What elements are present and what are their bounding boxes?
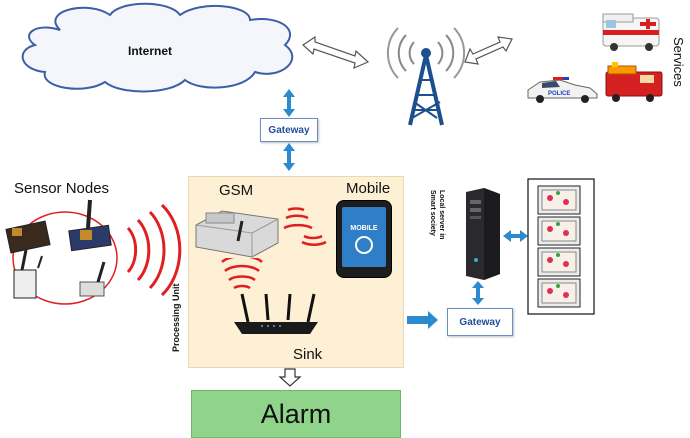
arrow-gateway-server — [472, 281, 484, 305]
router-signal-waves — [221, 258, 263, 290]
gateway-top-label: Gateway — [268, 124, 310, 136]
sensor-signal-waves — [126, 203, 182, 297]
mobile-screen-text: MOBILE — [350, 225, 378, 232]
arrow-processing-alarm — [278, 368, 302, 387]
house-icon — [537, 185, 581, 215]
double-arrow-internet-tower — [302, 35, 370, 70]
sensor-nodes-label: Sensor Nodes — [14, 180, 110, 197]
mobile-label: Mobile — [346, 180, 391, 197]
local-server-label-line2: Smart society — [429, 190, 436, 236]
gateway-right-box: Gateway — [447, 308, 513, 336]
gsm-label: GSM — [219, 182, 254, 199]
smart-houses-panel — [527, 178, 595, 315]
sensor-nodes-group — [5, 199, 118, 305]
gsm-mobile-signal-waves — [283, 207, 327, 246]
arrow-processing-gateway — [407, 311, 438, 329]
mobile-phone-icon: MOBILE — [336, 200, 392, 278]
gear-icon — [355, 236, 373, 254]
police-car-text: POLICE — [548, 91, 570, 97]
processing-unit-label: Processing Unit — [171, 283, 181, 352]
ambulance-icon — [602, 13, 660, 51]
police-car-icon: POLICE — [527, 77, 598, 103]
gsm-modem-icon — [195, 210, 279, 258]
router-icon — [234, 293, 318, 334]
alarm-box: Alarm — [191, 390, 401, 438]
house-icon — [537, 247, 581, 277]
gateway-top-box: Gateway — [260, 118, 318, 142]
arrow-cloud-gateway — [283, 89, 295, 117]
local-server-label-line1: Local server in — [438, 190, 445, 240]
alarm-label: Alarm — [260, 398, 332, 429]
local-server-label: Local server in Smart society — [428, 190, 446, 239]
internet-label: Internet — [128, 44, 173, 58]
arrow-gateway-processing — [283, 143, 295, 171]
antenna-tower-icon — [386, 27, 466, 126]
double-arrow-tower-services — [464, 36, 513, 65]
internet-cloud — [21, 2, 294, 93]
mobile-screen: MOBILE — [342, 207, 386, 267]
sink-label: Sink — [293, 346, 323, 363]
local-server-icon — [466, 188, 500, 280]
gateway-right-label: Gateway — [459, 316, 501, 328]
arrow-server-houses — [503, 230, 528, 242]
house-icon — [537, 216, 581, 246]
fire-truck-icon — [605, 62, 663, 102]
services-label: Services — [671, 37, 686, 87]
house-icon — [537, 278, 581, 308]
